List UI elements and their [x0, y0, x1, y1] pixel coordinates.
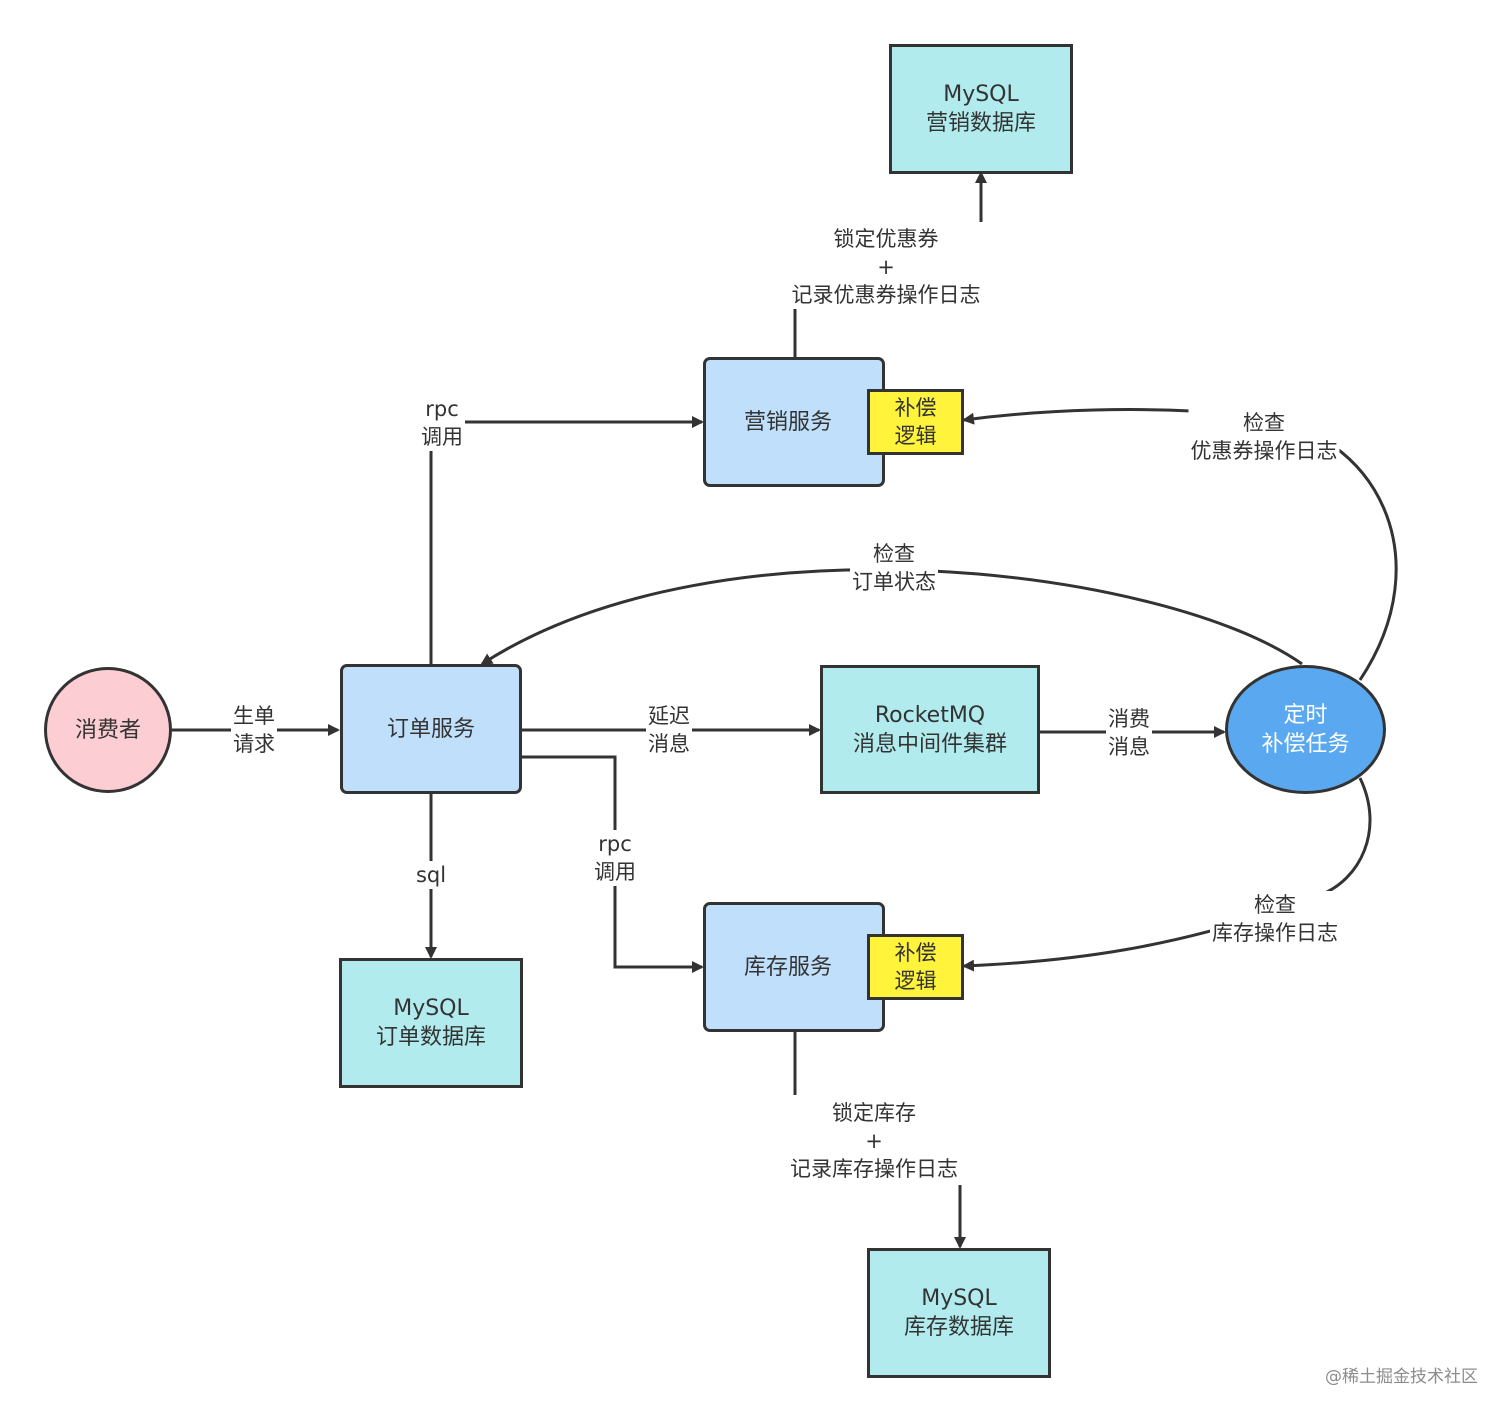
mysql-marketing-db: MySQL 营销数据库	[889, 44, 1073, 174]
label-check-coupon-log: 检查优惠券操作日志	[1188, 409, 1340, 465]
label-check-stock-log: 检查库存操作日志	[1210, 891, 1340, 947]
consumer-node: 消费者	[44, 667, 172, 793]
edge-rpc-marketing	[429, 416, 704, 664]
inventory-service-label: 库存服务	[743, 954, 832, 980]
label-lock-stock: 锁定库存+记录库存操作日志	[788, 1099, 960, 1183]
marketing-service-node: 营销服务	[703, 357, 885, 487]
label-sql: sql	[413, 861, 449, 889]
compensation-logic-marketing: 补偿 逻辑	[867, 389, 964, 455]
label-place-order: 生单请求	[231, 702, 277, 758]
order-service-node: 订单服务	[340, 664, 522, 794]
edge-lock-stock	[793, 1031, 960, 1247]
mysql-inventory-db: MySQL 库存数据库	[867, 1248, 1051, 1378]
rocketmq-node: RocketMQ 消息中间件集群	[820, 665, 1040, 794]
watermark-text: @稀土掘金技术社区	[1325, 1367, 1478, 1387]
compensation-logic-inventory: 补偿 逻辑	[867, 934, 964, 1000]
label-lock-coupon: 锁定优惠券+记录优惠券操作日志	[789, 225, 983, 309]
inventory-service-node: 库存服务	[703, 902, 885, 1032]
label-consume-message: 消费消息	[1106, 705, 1152, 761]
label-delay-message: 延迟消息	[646, 702, 692, 758]
edge-lock-coupon	[793, 173, 981, 357]
consumer-label: 消费者	[74, 717, 141, 743]
label-check-order: 检查订单状态	[850, 540, 938, 596]
timer-task-node: 定时 补偿任务	[1225, 665, 1386, 794]
marketing-service-label: 营销服务	[743, 409, 832, 435]
mysql-order-db: MySQL 订单数据库	[339, 958, 523, 1088]
order-service-label: 订单服务	[386, 716, 475, 742]
